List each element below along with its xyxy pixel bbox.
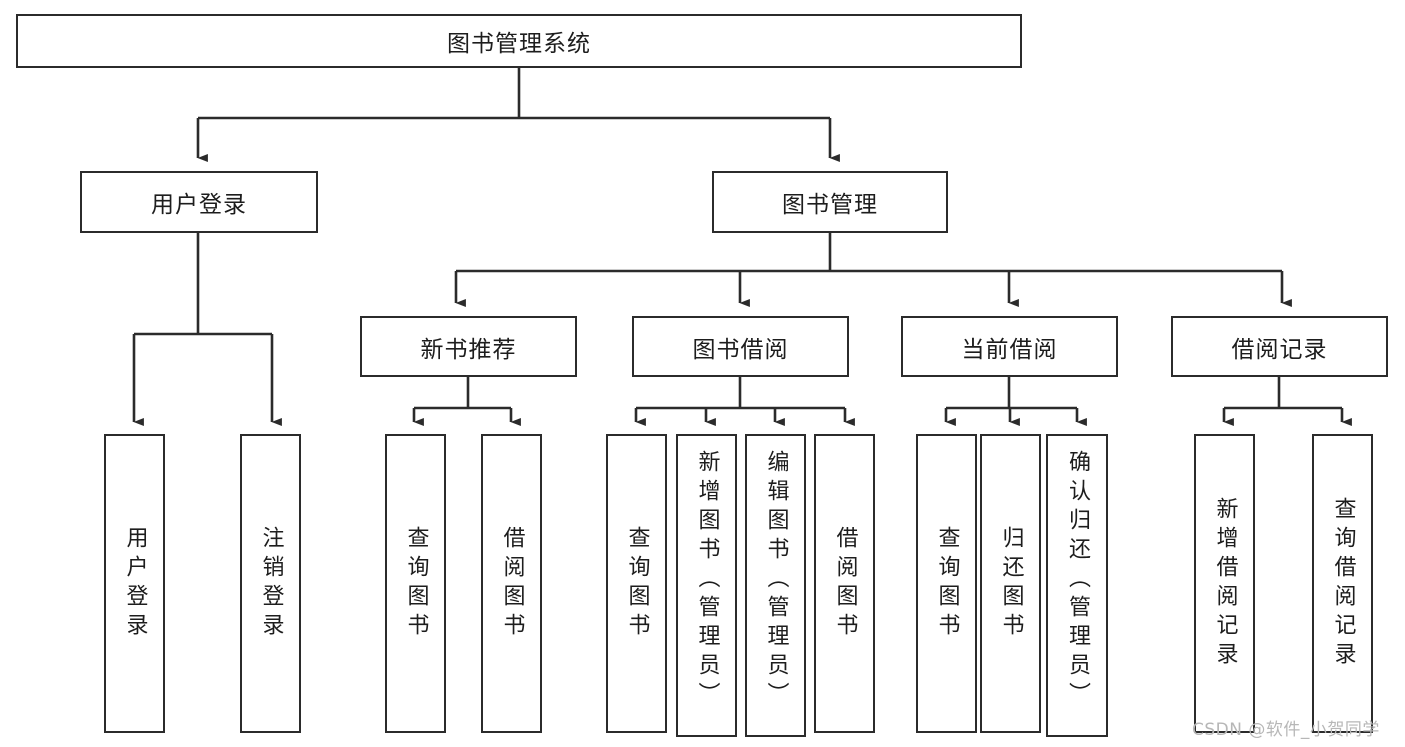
node-leaf-query-book-2-label: 查询图书 bbox=[624, 525, 650, 642]
node-leaf-confirm-return[interactable]: 确认归还（管理员） bbox=[1046, 434, 1108, 737]
node-book-borrow[interactable]: 图书借阅 bbox=[632, 316, 849, 377]
node-leaf-query-book-3-label: 查询图书 bbox=[934, 525, 960, 642]
node-leaf-borrow-book-2-label: 借阅图书 bbox=[832, 525, 858, 642]
node-leaf-borrow-book-1-label: 借阅图书 bbox=[499, 525, 525, 642]
node-current-borrow[interactable]: 当前借阅 bbox=[901, 316, 1118, 377]
node-root-label: 图书管理系统 bbox=[447, 31, 591, 57]
node-leaf-borrow-book-2[interactable]: 借阅图书 bbox=[814, 434, 875, 733]
node-book-borrow-label: 图书借阅 bbox=[692, 336, 789, 363]
node-leaf-query-record[interactable]: 查询借阅记录 bbox=[1312, 434, 1373, 733]
node-current-borrow-label: 当前借阅 bbox=[961, 336, 1058, 363]
watermark-text: CSDN @软件_小贺同学 bbox=[1192, 720, 1380, 740]
node-book-management[interactable]: 图书管理 bbox=[712, 171, 948, 233]
node-new-book-recommend-label: 新书推荐 bbox=[420, 336, 517, 363]
node-leaf-return-book-label: 归还图书 bbox=[998, 525, 1024, 642]
node-leaf-add-record[interactable]: 新增借阅记录 bbox=[1194, 434, 1255, 733]
node-borrow-record[interactable]: 借阅记录 bbox=[1171, 316, 1388, 377]
node-book-management-label: 图书管理 bbox=[782, 192, 878, 218]
node-leaf-query-book-1[interactable]: 查询图书 bbox=[385, 434, 446, 733]
node-leaf-user-login-label: 用户登录 bbox=[122, 525, 148, 642]
node-user-login[interactable]: 用户登录 bbox=[80, 171, 318, 233]
node-leaf-confirm-return-label: 确认归还（管理员） bbox=[1065, 450, 1090, 711]
node-leaf-logout-login-label: 注销登录 bbox=[258, 525, 284, 642]
node-leaf-add-book[interactable]: 新增图书（管理员） bbox=[676, 434, 737, 737]
node-leaf-user-login[interactable]: 用户登录 bbox=[104, 434, 165, 733]
node-root[interactable]: 图书管理系统 bbox=[16, 14, 1022, 68]
node-user-login-label: 用户登录 bbox=[151, 192, 247, 218]
node-leaf-query-book-3[interactable]: 查询图书 bbox=[916, 434, 977, 733]
node-leaf-query-book-2[interactable]: 查询图书 bbox=[606, 434, 667, 733]
node-new-book-recommend[interactable]: 新书推荐 bbox=[360, 316, 577, 377]
node-leaf-query-book-1-label: 查询图书 bbox=[403, 525, 429, 642]
node-leaf-add-record-label: 新增借阅记录 bbox=[1212, 496, 1238, 671]
node-leaf-edit-book[interactable]: 编辑图书（管理员） bbox=[745, 434, 806, 737]
node-borrow-record-label: 借阅记录 bbox=[1231, 336, 1328, 363]
node-leaf-query-record-label: 查询借阅记录 bbox=[1330, 496, 1356, 671]
node-leaf-logout-login[interactable]: 注销登录 bbox=[240, 434, 301, 733]
node-leaf-return-book[interactable]: 归还图书 bbox=[980, 434, 1041, 733]
node-leaf-add-book-label: 新增图书（管理员） bbox=[694, 450, 720, 711]
node-leaf-borrow-book-1[interactable]: 借阅图书 bbox=[481, 434, 542, 733]
node-leaf-edit-book-label: 编辑图书（管理员） bbox=[763, 450, 789, 711]
